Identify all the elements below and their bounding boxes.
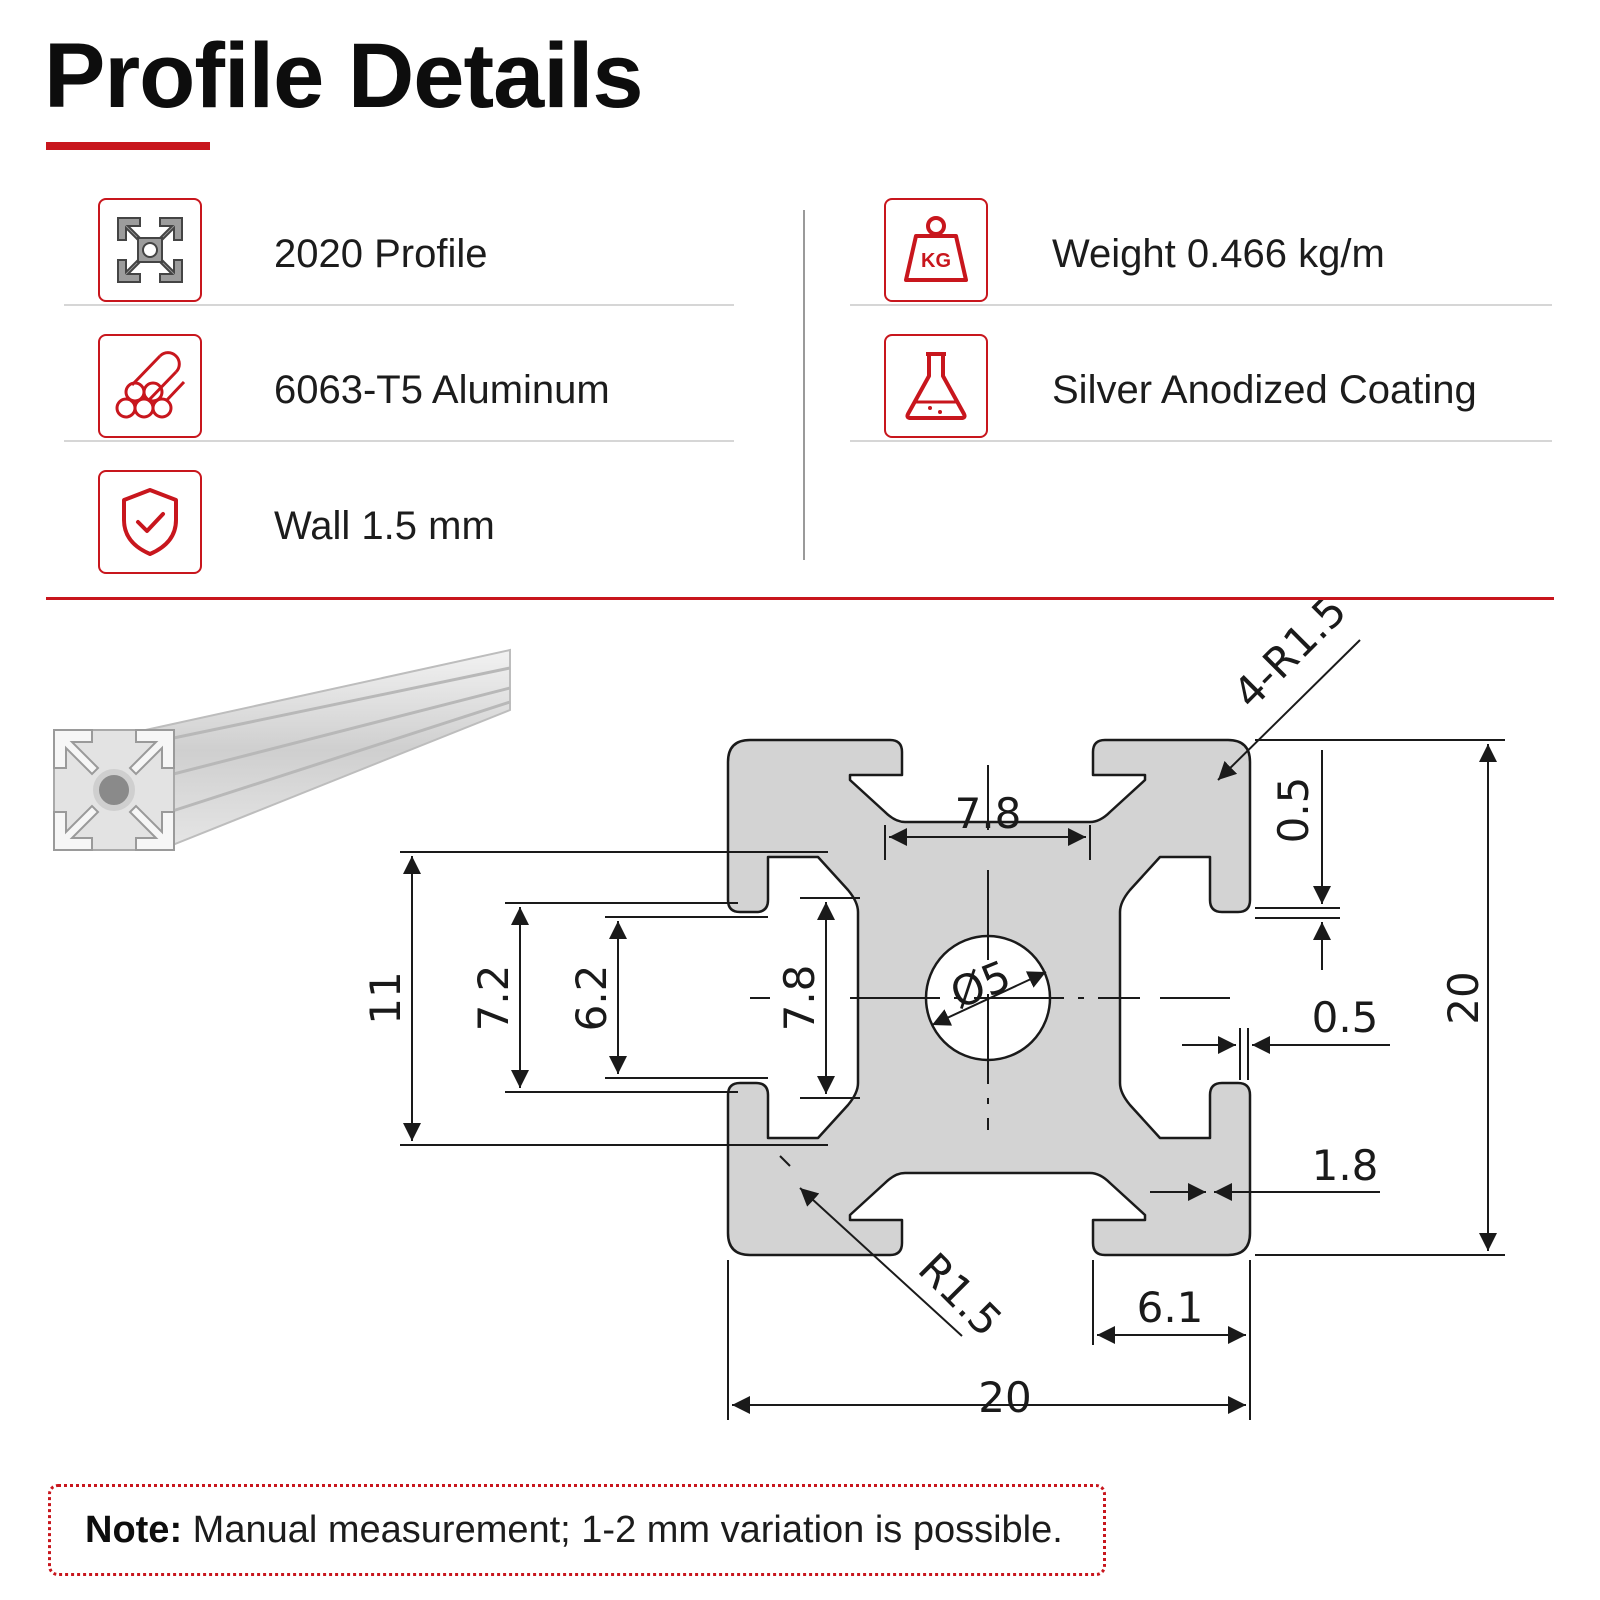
flask-icon	[884, 334, 988, 438]
dim-slot-top-width: 7.8	[955, 789, 1022, 838]
note-body: Manual measurement; 1-2 mm variation is …	[192, 1509, 1063, 1551]
note-label: Note:	[85, 1509, 183, 1551]
section-divider	[46, 597, 1554, 600]
profile-dimension-drawing: 7.8 20 6.1 0.5 1.8 20 0.5 11 7.2 6.2 7.8…	[361, 600, 1505, 1422]
profile-cross-section-icon	[98, 198, 202, 302]
dim-lip-gap: 0.5	[1312, 993, 1379, 1042]
spec-row-wall: Wall 1.5 mm	[64, 470, 734, 576]
spec-material-label: 6063-T5 Aluminum	[274, 368, 610, 412]
dim-lip-thickness: 0.5	[1269, 777, 1318, 844]
kg-icon-text: KG	[921, 250, 951, 272]
note-text: Note: Manual measurement; 1-2 mm variati…	[85, 1509, 1063, 1552]
spec-wall-label: Wall 1.5 mm	[274, 504, 495, 548]
dim-wall: 1.8	[1312, 1141, 1379, 1190]
spec-row-profile: 2020 Profile	[64, 198, 734, 306]
dim-core-height: 7.8	[775, 965, 824, 1032]
spec-profile-label: 2020 Profile	[274, 232, 488, 276]
kg-weight-icon: KG	[884, 198, 988, 302]
dim-slot-depth: 11	[361, 971, 410, 1024]
spec-row-material: 6063-T5 Aluminum	[64, 334, 734, 442]
title-underline	[46, 142, 210, 150]
dim-slot-inner: 6.2	[567, 965, 616, 1032]
column-divider	[803, 210, 805, 560]
aluminum-rods-icon	[98, 334, 202, 438]
dim-inner-radius: R1.5	[909, 1243, 1012, 1346]
dim-corner-radius: 4-R1.5	[1224, 600, 1356, 718]
spec-coating-label: Silver Anodized Coating	[1052, 368, 1477, 412]
dim-flange: 6.1	[1137, 1283, 1204, 1332]
shield-check-icon	[98, 470, 202, 574]
dim-overall-height: 20	[1439, 971, 1488, 1024]
extrusion-photo	[53, 648, 511, 852]
note-box: Note: Manual measurement; 1-2 mm variati…	[48, 1484, 1106, 1576]
spec-weight-label: Weight 0.466 kg/m	[1052, 232, 1385, 276]
spec-row-coating: Silver Anodized Coating	[850, 334, 1552, 442]
spec-row-weight: KG Weight 0.466 kg/m	[850, 198, 1552, 306]
dim-slot-outer: 7.2	[469, 965, 518, 1032]
page-title: Profile Details	[44, 25, 644, 127]
dim-overall-width: 20	[978, 1373, 1031, 1422]
